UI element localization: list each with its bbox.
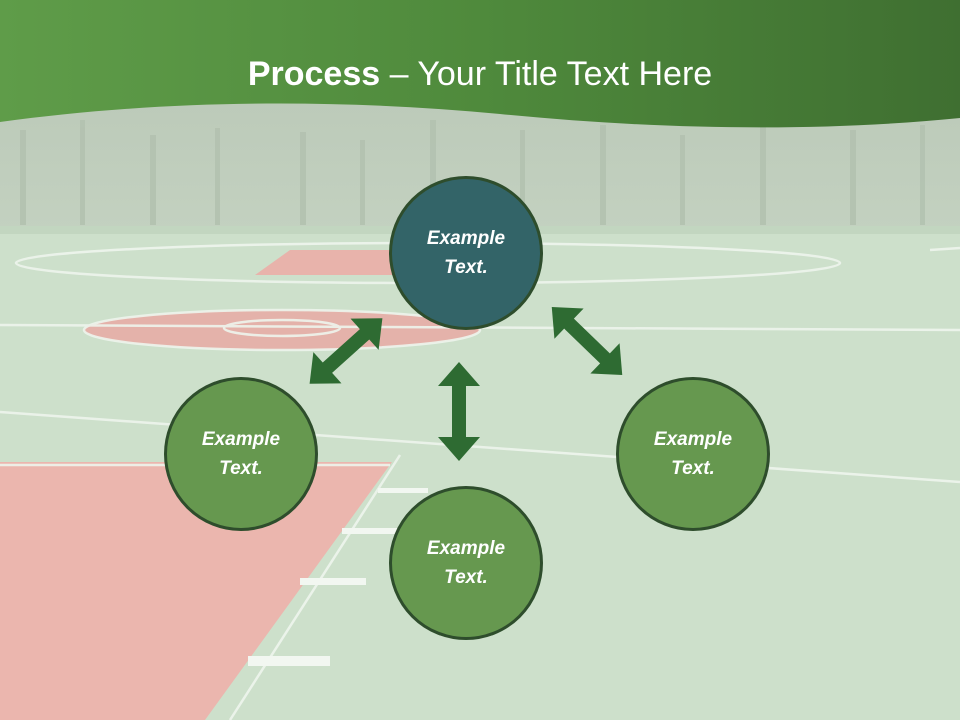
- node-right-line2: Text.: [671, 458, 715, 479]
- title-bold: Process: [247, 55, 381, 93]
- title-rest: – Your Title Text Here: [380, 55, 713, 93]
- node-bottom-line1: Example: [426, 538, 506, 559]
- node-left-line2: Text.: [219, 458, 263, 479]
- node-top-line2: Text.: [444, 257, 488, 278]
- node-right-line1: Example: [653, 429, 733, 450]
- slide-title: Process – Your Title Text Here: [0, 52, 960, 96]
- node-top-line1: Example: [426, 228, 506, 249]
- node-bottom-line2: Text.: [444, 567, 488, 588]
- node-left-line1: Example: [201, 429, 281, 450]
